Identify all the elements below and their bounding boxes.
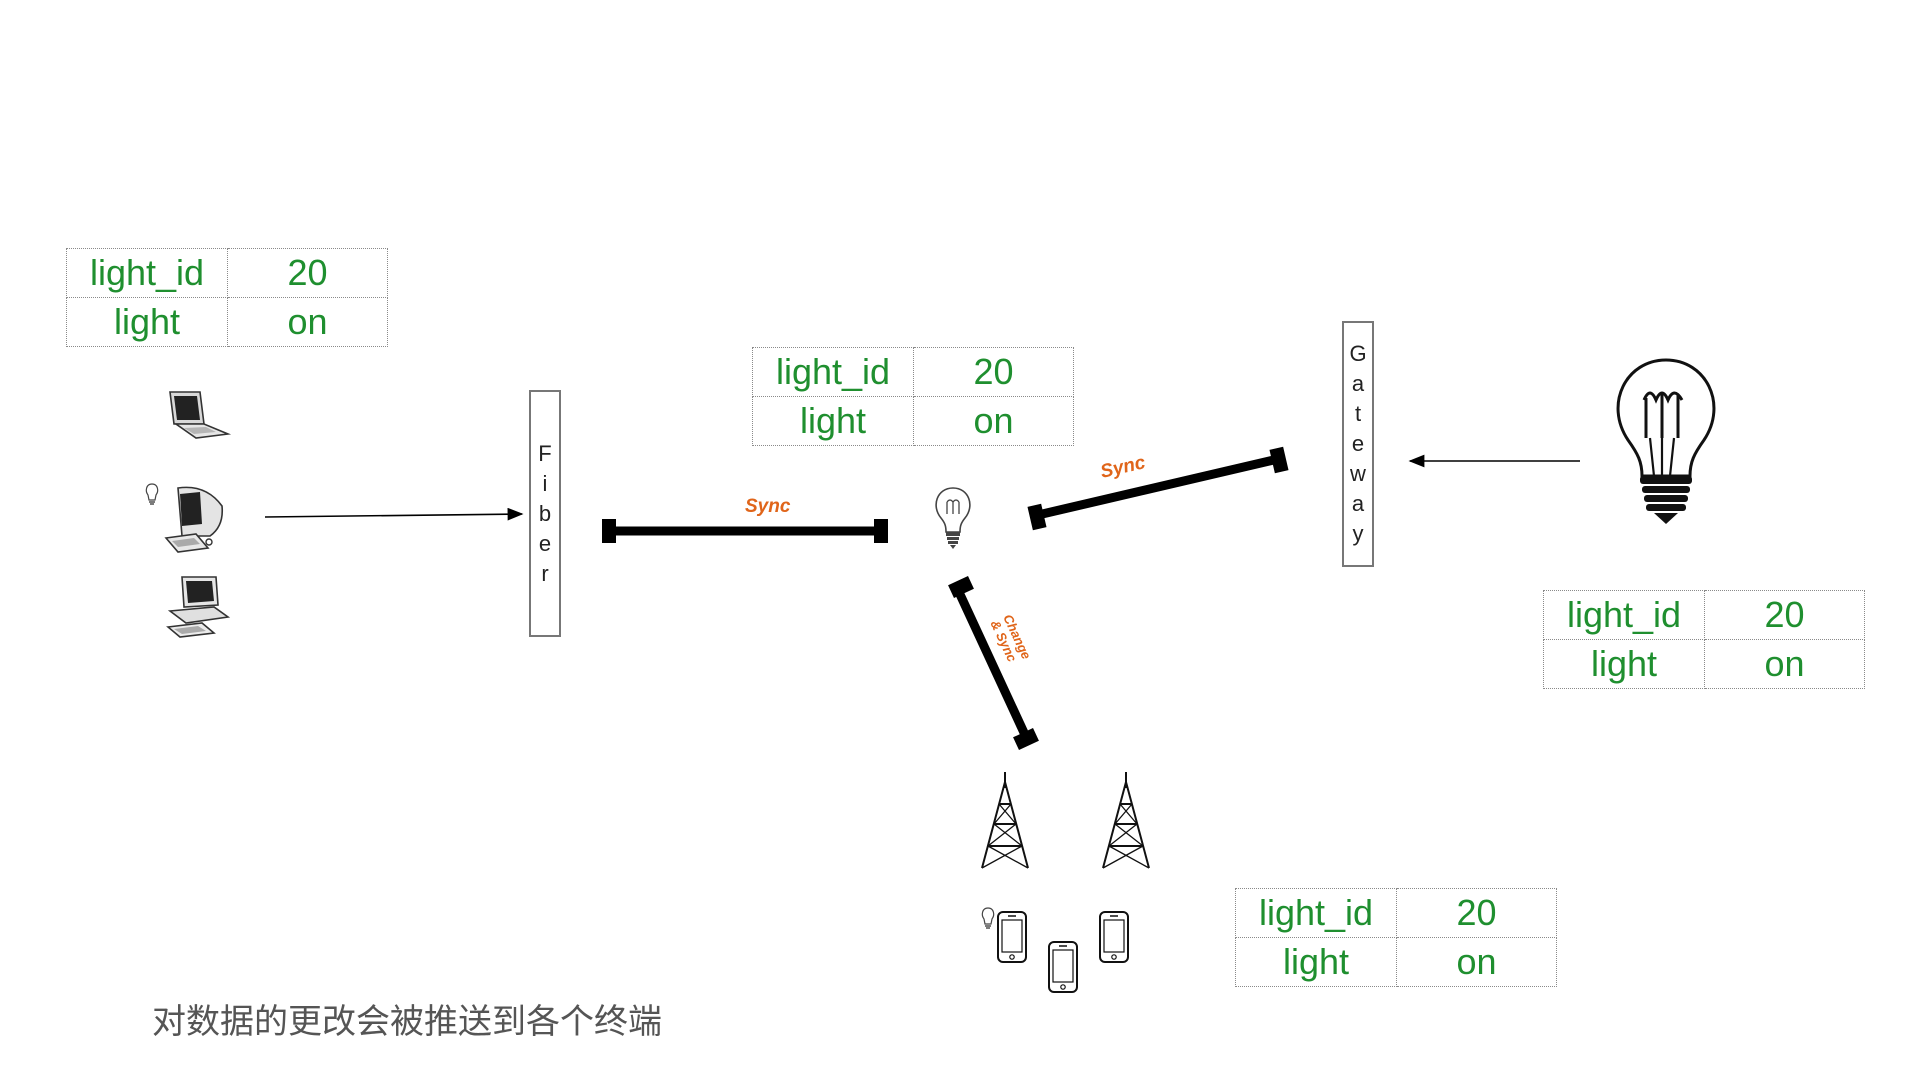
desktop-computer-icon [166,576,231,638]
fiber-letter: i [542,470,548,496]
fiber-letter: r [541,560,549,586]
table-bottom: light_id 20 light on [1235,888,1557,987]
laptop-icon [169,391,232,439]
table-right: light_id 20 light on [1543,590,1865,689]
table-row: light_id 20 [1543,590,1865,640]
value-cell: on [1704,639,1865,689]
value-cell: 20 [227,248,388,298]
table-row: light on [66,297,388,347]
fiber-letter: F [538,440,552,466]
gateway-box: G a t e w a y [1342,321,1374,567]
table-row: light on [1543,639,1865,689]
table-row: light_id 20 [66,248,388,298]
key-cell: light [1543,639,1705,689]
smartphone-icon [1048,941,1078,993]
fiber-letter: e [538,530,552,556]
table-top-left: light_id 20 light on [66,248,388,347]
fiber-letter: b [538,500,552,526]
cell-tower-icon [1102,772,1150,869]
sync-label-right: Sync [1098,452,1147,483]
key-cell: light_id [66,248,228,298]
key-cell: light_id [752,347,914,397]
value-cell: on [1396,937,1557,987]
smartphone-icon [997,911,1027,963]
small-lightbulb-icon [981,907,995,929]
desktop-monitor-icon [164,486,224,553]
sync-link-bottom [948,576,1039,750]
gateway-letter: G [1349,341,1367,366]
sync-label-left: Sync [745,496,791,517]
table-row: light on [1235,937,1557,987]
gateway-letter: w [1350,461,1366,486]
table-row: light_id 20 [1235,888,1557,938]
sync-link-left [602,519,888,543]
key-cell: light_id [1235,888,1397,938]
key-cell: light [1235,937,1397,987]
key-cell: light [752,396,914,446]
value-cell: 20 [1704,590,1865,640]
value-cell: 20 [1396,888,1557,938]
value-cell: on [913,396,1074,446]
table-row: light_id 20 [752,347,1074,397]
large-lightbulb-icon [1616,358,1716,524]
caption: 对数据的更改会被推送到各个终端 [152,1002,662,1042]
arrow-devices-to-fiber [264,507,524,521]
value-cell: 20 [913,347,1074,397]
fiber-box: F i b e r [529,390,561,637]
value-cell: on [227,297,388,347]
center-lightbulb-icon [935,487,971,549]
gateway-letter: a [1351,371,1365,396]
table-row: light on [752,396,1074,446]
gateway-letter: e [1351,431,1365,456]
sync-link-right [1027,446,1289,531]
smartphone-icon [1099,911,1129,963]
cell-tower-icon [981,772,1029,869]
gateway-letter: a [1351,491,1365,516]
gateway-letter: t [1354,401,1362,426]
gateway-letter: y [1352,521,1364,546]
small-lightbulb-icon [145,483,159,505]
key-cell: light [66,297,228,347]
table-center: light_id 20 light on [752,347,1074,446]
key-cell: light_id [1543,590,1705,640]
